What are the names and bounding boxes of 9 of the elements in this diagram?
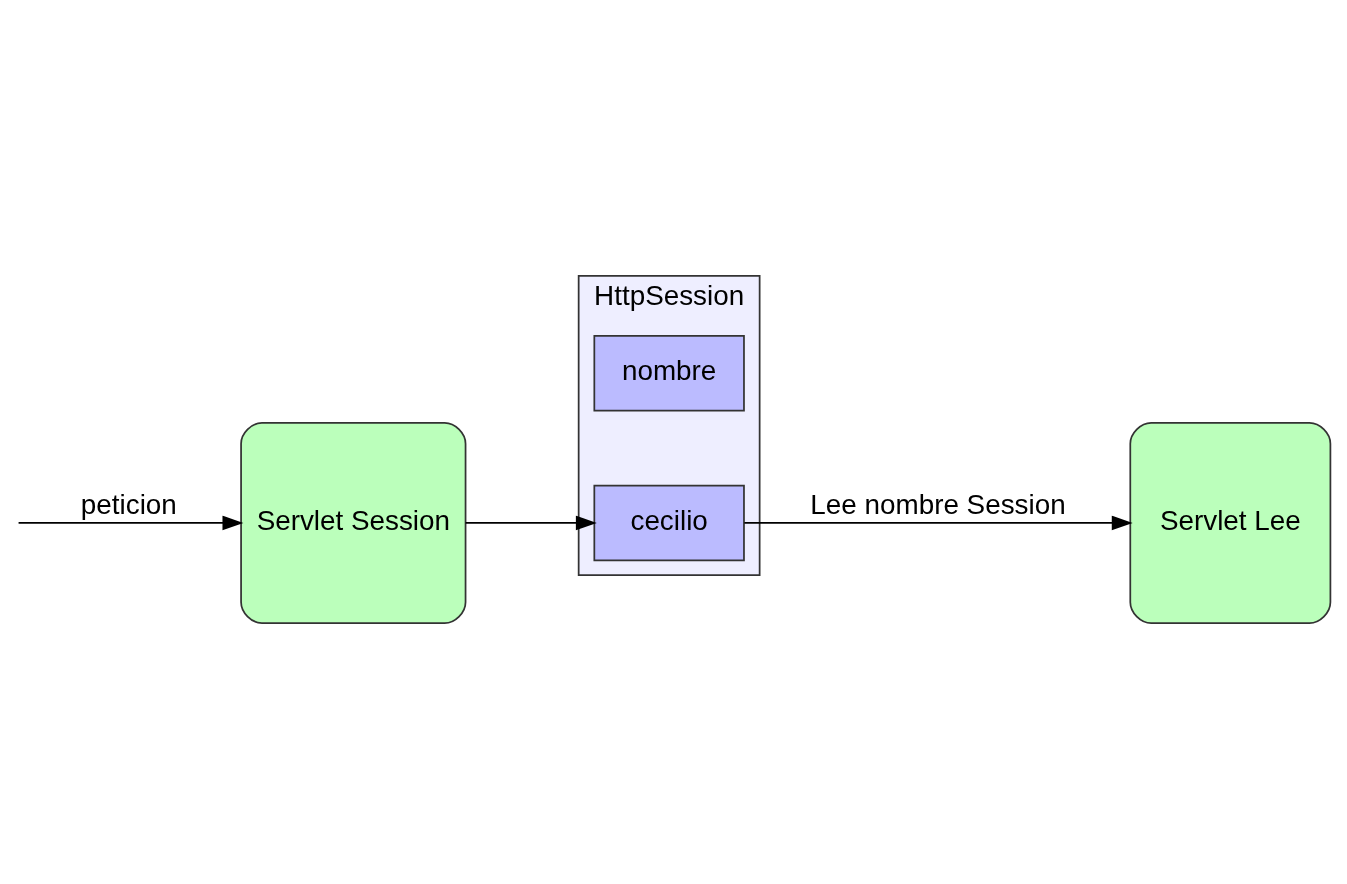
node-box: nombre xyxy=(593,334,745,412)
edge-label: Lee nombre Session xyxy=(810,488,1066,520)
edge-label: peticion xyxy=(80,488,177,520)
node-box: Servlet Session xyxy=(240,421,467,624)
arrow xyxy=(17,515,244,530)
arrow xyxy=(743,515,1133,530)
arrow xyxy=(464,515,597,530)
node-box: Servlet Lee xyxy=(1129,421,1332,624)
node-box: cecilio xyxy=(593,484,745,561)
